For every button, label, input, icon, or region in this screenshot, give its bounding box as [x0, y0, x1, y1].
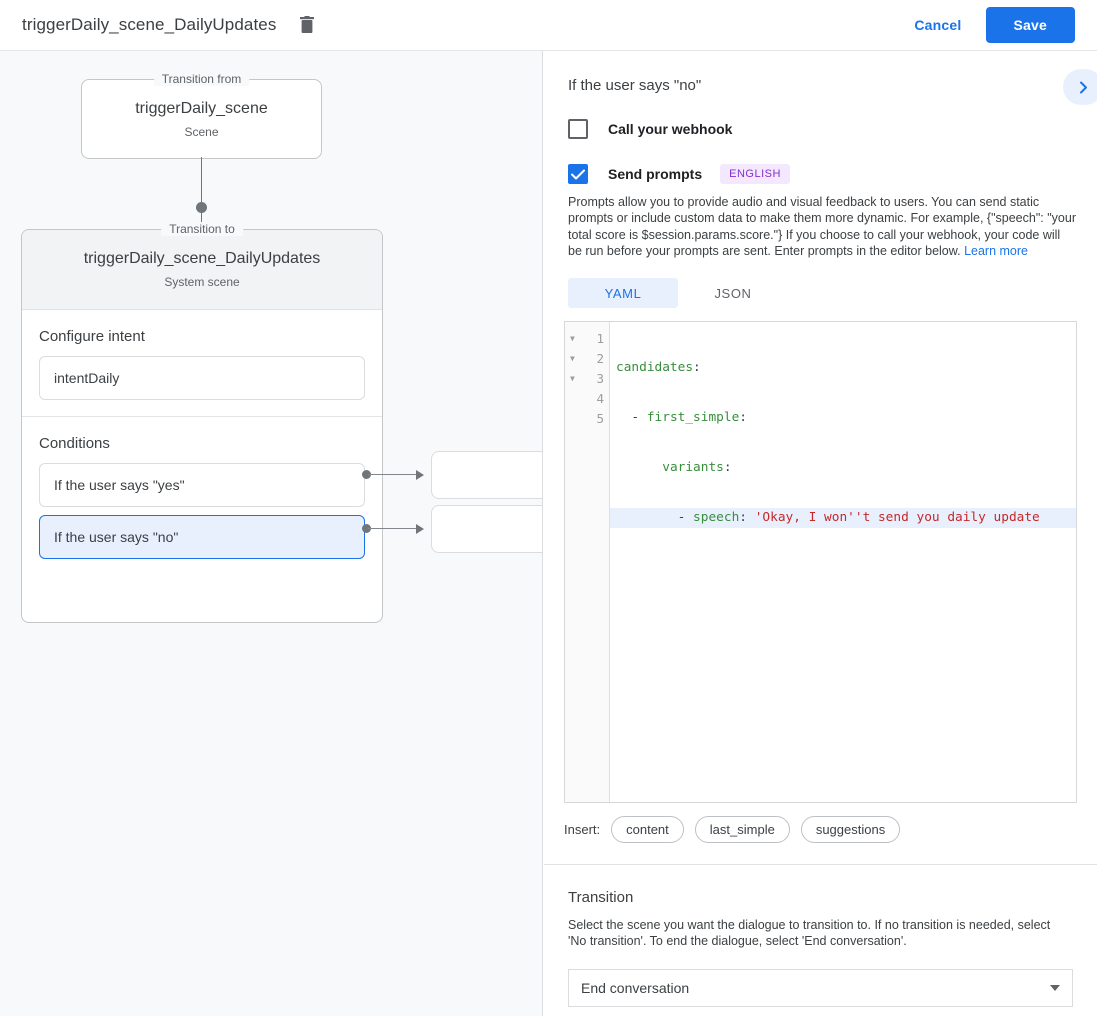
- prompt-code-editor[interactable]: ▼1 ▼2 ▼3 4 5 candidates: - first_simple:…: [564, 321, 1077, 804]
- code-line-1[interactable]: candidates:: [610, 358, 1076, 378]
- editor-code-area[interactable]: candidates: - first_simple: variants: - …: [610, 322, 1076, 802]
- prompts-description-text: Prompts allow you to provide audio and v…: [568, 195, 1076, 258]
- transition-to-legend: Transition to: [161, 222, 243, 236]
- prompts-description: Prompts allow you to provide audio and v…: [568, 194, 1076, 259]
- panel-divider: [544, 864, 1097, 866]
- page-title: triggerDaily_scene_DailyUpdates: [22, 15, 277, 34]
- code-punct: :: [739, 510, 755, 526]
- code-key: candidates: [616, 360, 694, 376]
- condition-detail-panel: If the user says "no" Call your webhook …: [544, 51, 1097, 1016]
- condition-row-no[interactable]: If the user says "no": [39, 515, 365, 559]
- panel-header: If the user says "no": [544, 51, 1097, 105]
- code-line-3[interactable]: variants:: [610, 458, 1076, 478]
- code-key: variants: [662, 460, 724, 476]
- code-punct: :: [693, 360, 701, 376]
- gutter-line[interactable]: 5: [565, 408, 609, 428]
- cancel-button[interactable]: Cancel: [900, 9, 975, 41]
- transition-from-node[interactable]: Transition from triggerDaily_scene Scene: [81, 72, 322, 159]
- panel-title: If the user says "no": [568, 77, 702, 94]
- gutter-line[interactable]: ▼1: [565, 328, 609, 348]
- code-string: 'Okay, I won''t send you daily update: [754, 510, 1040, 526]
- learn-more-link[interactable]: Learn more: [964, 243, 1028, 258]
- gutter-line[interactable]: ▼2: [565, 348, 609, 368]
- conditions-section: Conditions If the user says "yes" If the…: [22, 416, 382, 559]
- trash-icon[interactable]: [294, 12, 320, 38]
- tab-json[interactable]: JSON: [714, 285, 752, 301]
- code-line-4[interactable]: - speech: 'Okay, I won''t send you daily…: [610, 508, 1076, 529]
- transition-from-legend: Transition from: [153, 72, 250, 86]
- conditions-title: Conditions: [39, 435, 110, 452]
- target-node-yes[interactable]: [431, 451, 542, 499]
- configure-intent-section: Configure intent intentDaily: [22, 310, 382, 400]
- code-punct: :: [723, 460, 732, 476]
- transition-section: Transition Select the scene you want the…: [544, 865, 1097, 1007]
- configure-intent-title: Configure intent: [39, 328, 145, 345]
- format-tabs: YAML JSON: [568, 278, 1097, 309]
- target-node-no[interactable]: [431, 505, 542, 553]
- insert-label: Insert:: [564, 822, 601, 838]
- webhook-row[interactable]: Call your webhook: [544, 119, 1097, 139]
- transition-to-type: System scene: [164, 275, 240, 289]
- gutter-line[interactable]: ▼3: [565, 368, 609, 388]
- save-button[interactable]: Save: [985, 7, 1075, 43]
- call-webhook-checkbox[interactable]: [568, 119, 588, 139]
- insert-chip-content[interactable]: content: [611, 816, 684, 844]
- send-prompts-row[interactable]: Send prompts ENGLISH: [544, 164, 1097, 184]
- fold-triangle-icon[interactable]: ▼: [570, 353, 575, 363]
- code-indent: -: [616, 510, 694, 526]
- scene-graph-canvas[interactable]: Transition from triggerDaily_scene Scene…: [0, 51, 543, 1016]
- transition-from-type: Scene: [184, 124, 219, 139]
- code-key: speech: [693, 510, 740, 526]
- condition-no-connector-dot: [362, 524, 371, 533]
- condition-no-connector-arrow: [416, 524, 424, 534]
- chevron-right-icon-glyph: [1079, 81, 1087, 93]
- insert-chips-row: Insert: content last_simple suggestions: [564, 816, 1097, 844]
- code-punct: :: [739, 410, 747, 426]
- editor-gutter: ▼1 ▼2 ▼3 4 5: [565, 322, 610, 803]
- transition-to-header: triggerDaily_scene_DailyUpdates System s…: [22, 230, 382, 310]
- condition-no-connector-line: [368, 528, 418, 529]
- code-key: first_simple: [646, 410, 740, 426]
- transition-from-name: triggerDaily_scene: [135, 99, 268, 117]
- graph-edge-dot: [196, 202, 207, 213]
- insert-chip-suggestions[interactable]: suggestions: [800, 816, 901, 844]
- line-number: 2: [596, 350, 604, 366]
- language-badge: ENGLISH: [720, 164, 790, 184]
- transition-description: Select the scene you want the dialogue t…: [568, 918, 1051, 949]
- condition-yes-connector-dot: [362, 470, 371, 479]
- send-prompts-checkbox[interactable]: [568, 164, 588, 184]
- code-indent: [616, 460, 662, 475]
- line-number: 5: [596, 410, 604, 426]
- insert-chip-last-simple[interactable]: last_simple: [694, 816, 790, 844]
- condition-yes-connector-line: [368, 474, 418, 475]
- condition-row-yes[interactable]: If the user says "yes": [39, 463, 365, 507]
- transition-to-node[interactable]: Transition to triggerDaily_scene_DailyUp…: [21, 222, 383, 623]
- chevron-right-icon[interactable]: [1063, 69, 1097, 105]
- transition-select-value: End conversation: [581, 979, 690, 996]
- transition-select[interactable]: End conversation: [568, 968, 1073, 1007]
- top-app-bar: triggerDaily_scene_DailyUpdates Cancel S…: [0, 0, 1097, 51]
- fold-triangle-icon[interactable]: ▼: [570, 333, 575, 343]
- line-number: 4: [596, 390, 604, 406]
- condition-yes-connector-arrow: [416, 470, 424, 480]
- transition-title: Transition: [568, 889, 634, 907]
- call-webhook-label: Call your webhook: [608, 121, 733, 137]
- code-line-2[interactable]: - first_simple:: [610, 408, 1076, 428]
- chevron-down-icon[interactable]: [1050, 984, 1060, 991]
- fold-triangle-icon[interactable]: ▼: [570, 373, 575, 383]
- send-prompts-label: Send prompts: [608, 166, 703, 182]
- line-number: 1: [596, 330, 604, 346]
- tab-yaml[interactable]: YAML: [568, 278, 678, 309]
- check-icon: [571, 169, 585, 179]
- code-indent: -: [616, 410, 647, 426]
- line-number: 3: [596, 370, 604, 386]
- gutter-line[interactable]: 4: [565, 388, 609, 408]
- intent-value-box[interactable]: intentDaily: [39, 356, 365, 400]
- transition-to-name: triggerDaily_scene_DailyUpdates: [83, 250, 321, 267]
- trash-icon-glyph: [300, 16, 315, 33]
- code-line-5[interactable]: [610, 558, 1076, 578]
